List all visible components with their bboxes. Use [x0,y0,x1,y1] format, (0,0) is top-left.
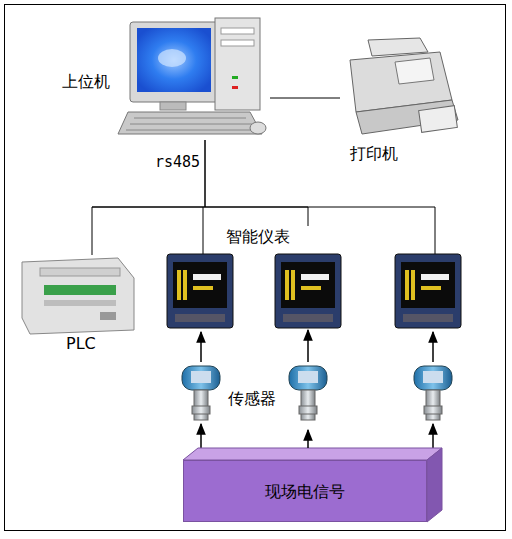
node-label: 智能仪表 [226,228,290,246]
device-node: 智能仪表 [222,226,342,330]
frame-border [5,5,506,531]
printer-icon [350,38,458,134]
signal-arrow [201,332,433,452]
bus-label: rs485 [155,153,200,171]
bus-line [92,140,205,255]
band-depth [183,448,442,522]
device-node: 传感器 [226,362,334,430]
node-label: 打印机 [350,145,398,163]
computer-icon [118,18,266,134]
sensor-icon [182,366,452,420]
bus-line [205,140,308,226]
device-node: 上位机 [55,18,270,140]
device-node: 打印机 [340,30,465,168]
signal-arrow [307,330,309,362]
node-label: 传感器 [228,390,276,408]
signal-arrow [307,430,309,448]
node-label: PLC [66,335,96,353]
bus-wire [92,207,435,255]
instrument-icon [167,254,461,328]
node-label: 现场电信号 [184,483,426,501]
node-label: 上位机 [62,73,110,91]
plc-icon [22,258,134,334]
device-node: PLC [18,255,138,355]
signal-band: 现场电信号 [183,460,427,522]
bus-line [270,98,340,99]
